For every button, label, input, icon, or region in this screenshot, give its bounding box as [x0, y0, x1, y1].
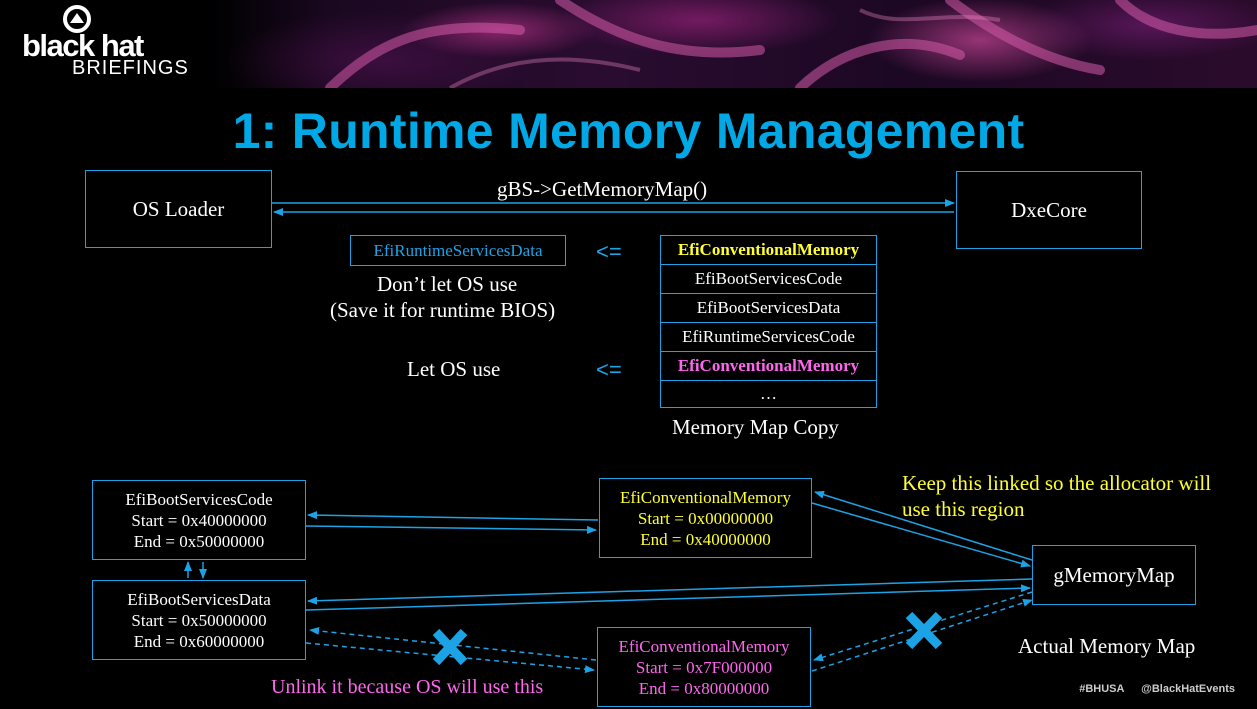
dashed-gmm-to-convbottom	[813, 591, 1033, 662]
gmemorymap-label: gMemoryMap	[1053, 562, 1175, 587]
slide-title: 1: Runtime Memory Management	[232, 103, 1025, 159]
conv-top-end: End = 0x40000000	[640, 529, 771, 549]
os-loader-label: OS Loader	[132, 196, 225, 221]
memory-map-entry: EfiConventionalMemory	[661, 236, 876, 265]
dashed-convbottom-to-bootdata	[309, 626, 597, 661]
boot-code-start: Start = 0x40000000	[131, 510, 267, 530]
hat-icon	[63, 5, 91, 33]
header-banner	[0, 0, 1257, 88]
runtime-services-data-box: EfiRuntimeServicesData	[350, 235, 566, 266]
x-mark-right-icon	[905, 611, 943, 650]
footer-tags: #BHUSA @BlackHatEvents	[1065, 683, 1235, 695]
logo-sub-text: BRIEFINGS	[72, 57, 189, 79]
memory-map-copy-caption: Memory Map Copy	[672, 415, 839, 439]
footer-hashtag: #BHUSA	[1079, 683, 1125, 695]
gmemorymap-box: gMemoryMap	[1032, 545, 1196, 605]
let-os-use-label: Let OS use	[407, 357, 501, 381]
actual-memory-map-caption: Actual Memory Map	[1018, 634, 1196, 658]
dashed-bootdata-to-convbottom	[305, 642, 595, 674]
banner-decoration	[325, 0, 1257, 88]
dont-let-os-use-line2: (Save it for runtime BIOS)	[330, 298, 556, 322]
unlink-note: Unlink it because OS will use this	[271, 676, 544, 698]
boot-services-data-box: EfiBootServicesData Start = 0x50000000 E…	[92, 580, 306, 660]
dashed-convbottom-to-gmm	[811, 598, 1033, 672]
keep-linked-note-line2: use this region	[902, 497, 1025, 521]
arrow-bootcode-to-convtop	[305, 525, 597, 534]
boot-data-end: End = 0x60000000	[133, 631, 265, 651]
memory-map-entry: EfiRuntimeServicesCode	[661, 323, 876, 352]
os-loader-box: OS Loader	[85, 170, 272, 248]
memory-map-entry: EfiConventionalMemory	[661, 352, 876, 381]
arrow-gmm-to-bootdata	[307, 578, 1033, 605]
dxecore-box: DxeCore	[956, 171, 1142, 249]
boot-data-name: EfiBootServicesData	[127, 589, 271, 609]
dont-let-os-use-line1: Don’t let OS use	[377, 272, 518, 296]
conv-bottom-end: End = 0x80000000	[638, 678, 770, 698]
keep-linked-note-line1: Keep this linked so the allocator will	[902, 471, 1212, 495]
arrow-bootdata-to-gmm	[305, 584, 1031, 611]
boot-services-code-box: EfiBootServicesCode Start = 0x40000000 E…	[92, 480, 306, 560]
logo-main-text: black hat	[22, 28, 144, 63]
arrow-convtop-to-gmm	[811, 502, 1031, 568]
get-memory-map-call: gBS->GetMemoryMap()	[497, 177, 708, 201]
arrow-convtop-to-bootcode	[307, 511, 599, 521]
boot-code-name: EfiBootServicesCode	[125, 489, 273, 509]
footer-handle: @BlackHatEvents	[1141, 683, 1235, 695]
arrow-gmm-to-convtop	[814, 490, 1033, 561]
conventional-memory-top-box: EfiConventionalMemory Start = 0x00000000…	[599, 478, 812, 558]
runtime-services-data-label: EfiRuntimeServicesData	[373, 241, 543, 260]
x-mark-left-icon	[432, 628, 468, 666]
conventional-memory-bottom-box: EfiConventionalMemory Start = 0x7F000000…	[597, 627, 811, 707]
memory-map-entry: EfiBootServicesCode	[661, 265, 876, 294]
arrow-symbol-top: <=	[596, 239, 622, 264]
memory-map-entry: EfiBootServicesData	[661, 294, 876, 323]
memory-map-copy-table: EfiConventionalMemory EfiBootServicesCod…	[660, 235, 877, 408]
conv-top-name: EfiConventionalMemory	[620, 487, 791, 507]
memory-map-entry: …	[760, 384, 777, 403]
boot-data-start: Start = 0x50000000	[131, 610, 267, 630]
dxecore-label: DxeCore	[1011, 197, 1087, 222]
blackhat-logo: black hat BRIEFINGS	[18, 4, 218, 82]
arrow-symbol-bottom: <=	[596, 357, 622, 382]
conv-top-start: Start = 0x00000000	[637, 508, 774, 528]
conv-bottom-name: EfiConventionalMemory	[618, 636, 790, 656]
boot-code-end: End = 0x50000000	[133, 531, 265, 551]
conv-bottom-start: Start = 0x7F000000	[635, 657, 773, 677]
